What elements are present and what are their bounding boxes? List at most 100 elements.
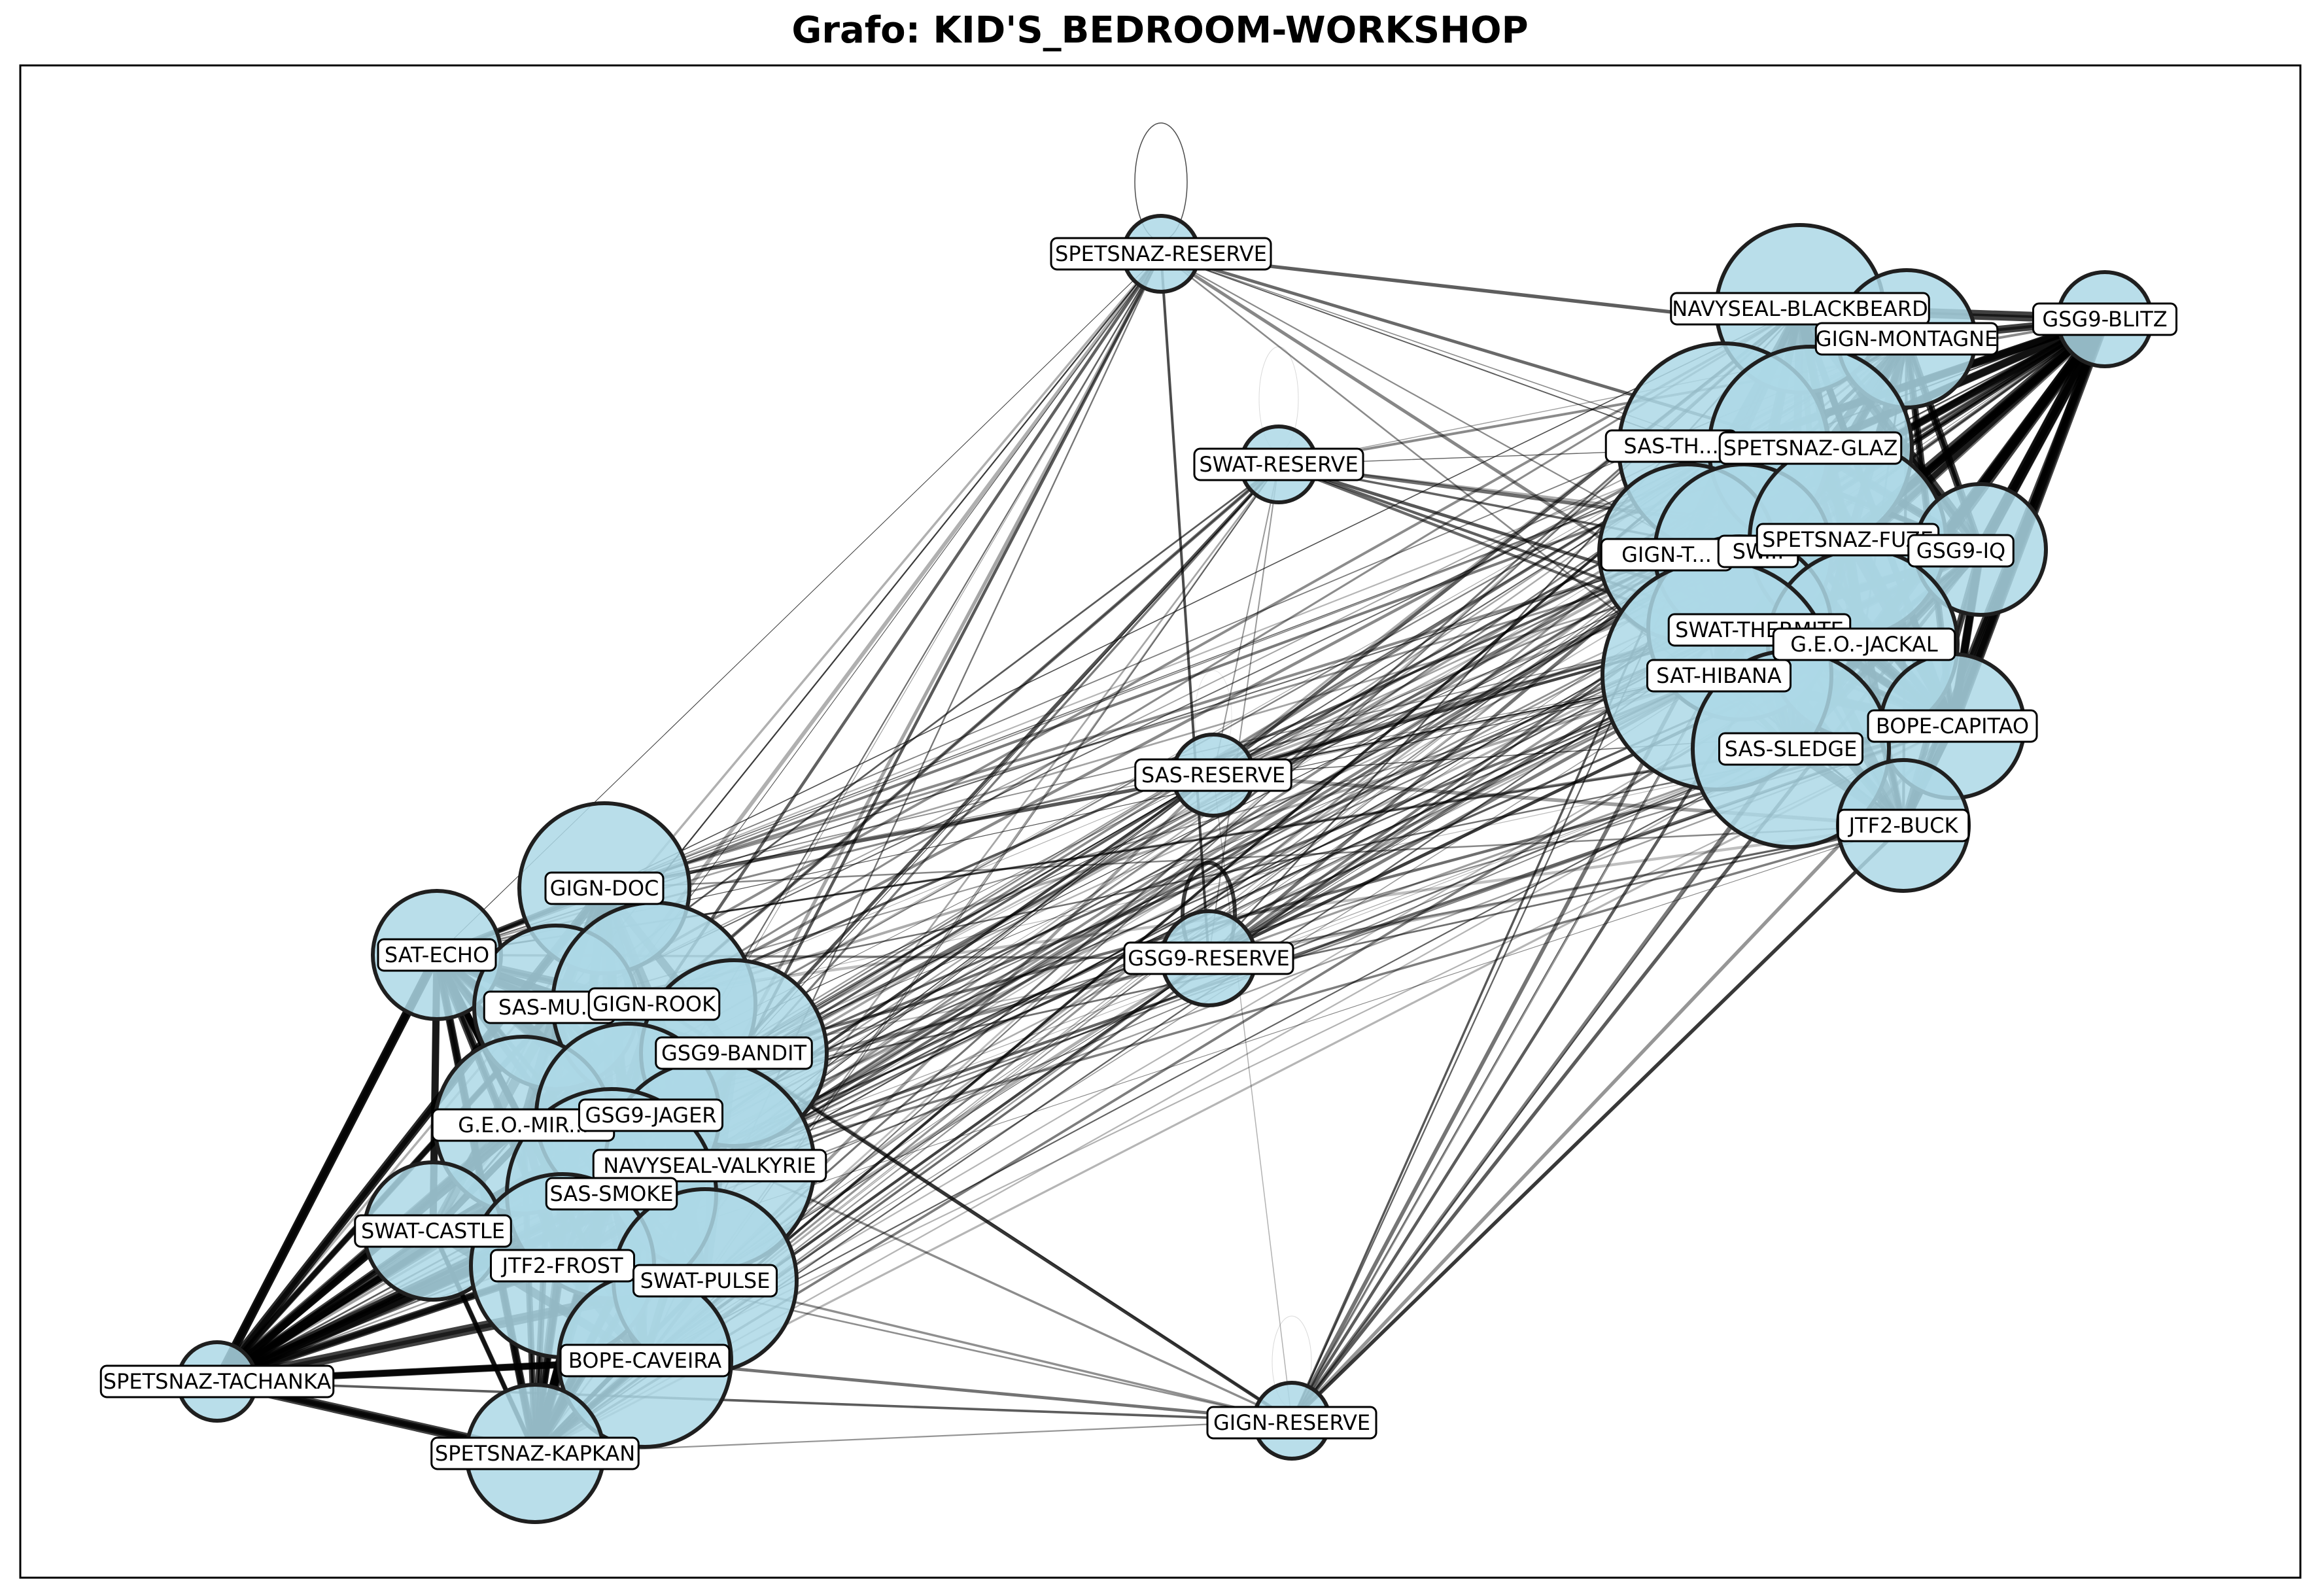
node-label-text: GSG9-BLITZ (2042, 307, 2167, 332)
edge (652, 462, 1281, 1006)
edge (732, 252, 1163, 1055)
edge (652, 252, 1163, 1006)
node-label-box (354, 1214, 512, 1248)
node-label-box (1193, 447, 1364, 481)
node-label-spetsnaz-glaz: SPETSNAZ-GLAZ (1718, 431, 1903, 465)
node-label-text: BOPE-CAVEIRA (568, 1348, 721, 1373)
node-label-box (632, 1264, 778, 1298)
node-label-swat-pulse: SWAT-PULSE (632, 1264, 778, 1298)
node-label-gsg9-bandit: GSG9-BANDIT (655, 1036, 813, 1070)
node-label-text: SPETSNAZ-GLAZ (1723, 436, 1898, 460)
node-label-text: GIGN-ROOK (593, 992, 716, 1016)
node-label-bope-caveira: BOPE-CAVEIRA (559, 1344, 731, 1378)
node-label-jtf2-buck: JTF2-BUCK (1837, 808, 1970, 842)
node-label-gsg9-jager: GSG9-JAGER (578, 1098, 723, 1132)
node-label-text: G.E.O.-MIR... (458, 1113, 589, 1137)
node-label-navyseal-blackbeard: NAVYSEAL-BLACKBEARD (1670, 292, 1930, 326)
node-label-text: JTF2-BUCK (1848, 813, 1959, 838)
node-label-box (1867, 709, 2038, 743)
edge (214, 952, 440, 1385)
node-label-box (578, 1098, 723, 1132)
node-label-box (377, 938, 497, 972)
graph-title: Grafo: KID'S_BEDROOM-WORKSHOP (791, 9, 1529, 52)
edge (704, 1279, 1293, 1422)
node-label-box (1206, 1406, 1377, 1440)
node-label-text: SAS-SMOKE (550, 1181, 674, 1206)
node-label-box (592, 1149, 827, 1183)
edge (604, 627, 1740, 889)
node-label-text: SAT-ECHO (385, 943, 489, 967)
edge (1290, 674, 1718, 1422)
edge (555, 674, 1718, 1009)
node-label-gign-reserve: GIGN-RESERVE (1206, 1406, 1377, 1440)
node-label-text: GSG9-RESERVE (1128, 946, 1289, 971)
node-label-text: SAS-RESERVE (1141, 763, 1285, 788)
labels-layer: SPETSNAZ-RESERVE SWAT-RESERVE SAS-RESERVE G… (99, 237, 2177, 1470)
edge (708, 551, 1689, 1167)
node-label-text: GIGN-T... (1621, 542, 1712, 567)
node-label-box (1050, 237, 1272, 271)
edge (555, 307, 1801, 1009)
node-label-gsg9-blitz: GSG9-BLITZ (2032, 302, 2177, 336)
edge (603, 551, 1744, 890)
node-label-g-e-o-jackal: G.E.O.-JACKAL (1772, 627, 1956, 661)
node-label-gsg9-iq: GSG9-IQ (1907, 534, 2015, 568)
node-label-text: GIGN-MONTAGNE (1816, 326, 1998, 351)
node-label-text: SPETSNAZ-FUZE (1762, 527, 1933, 552)
node-label-box (544, 871, 665, 905)
node-label-box (1134, 758, 1292, 792)
edge (732, 462, 1281, 1055)
node-label-text: G.E.O.-JACKAL (1790, 632, 1938, 657)
node-label-text: SAS-SLEDGE (1725, 737, 1858, 761)
edge (534, 1419, 1293, 1455)
node-label-gign-montagne: GIGN-MONTAGNE (1814, 322, 1999, 356)
node-label-box (1718, 431, 1903, 465)
edge (644, 748, 1792, 1362)
plot-frame (19, 64, 2302, 1579)
node-label-navyseal-valkyrie: NAVYSEAL-VALKYRIE (592, 1149, 827, 1183)
node-label-sat-hibana: SAT-HIBANA (1646, 659, 1792, 693)
edge (653, 307, 1801, 1005)
node-label-g-e-o-mira: G.E.O.-MIR... (431, 1108, 615, 1142)
edge (602, 551, 1689, 890)
node-label-gign-twitch: GIGN-T... (1600, 538, 1733, 572)
node-label-text: SAS-MU... (498, 995, 600, 1020)
node-label-text: SWAT-PULSE (640, 1268, 770, 1293)
node-label-box (587, 987, 721, 1021)
node-label-box (2032, 302, 2177, 336)
edge (733, 1052, 1292, 1421)
node-label-text: SPETSNAZ-RESERVE (1055, 241, 1267, 266)
node-label-text: SWAT-CASTLE (361, 1219, 505, 1243)
node-label-text: NAVYSEAL-BLACKBEARD (1672, 296, 1928, 321)
node-label-box (559, 1344, 731, 1378)
node-label-swat-reserve: SWAT-RESERVE (1193, 447, 1364, 481)
node-label-box (545, 1177, 678, 1211)
node-label-box (490, 1249, 635, 1283)
node-label-text: GSG9-IQ (1916, 538, 2005, 563)
node-label-swat-castle: SWAT-CASTLE (354, 1214, 512, 1248)
node-label-box (1718, 732, 1863, 766)
node-label-text: GIGN-DOC (550, 876, 659, 901)
node-label-text: SWAT-RESERVE (1199, 452, 1358, 477)
edge (603, 447, 1725, 890)
node-label-text: SPETSNAZ-KAPKAN (435, 1441, 635, 1466)
node-label-text: JTF2-FROST (501, 1253, 623, 1278)
node-label-sas-smoke: SAS-SMOKE (545, 1177, 678, 1211)
node-label-text: NAVYSEAL-VALKYRIE (603, 1153, 816, 1178)
node-label-box (655, 1036, 813, 1070)
edge (1291, 748, 1792, 1421)
edge (603, 824, 1905, 890)
node-label-text: GSG9-JAGER (585, 1103, 716, 1128)
node-label-box (430, 1436, 640, 1470)
node-label-sas-reserve: SAS-RESERVE (1134, 758, 1292, 792)
edge (704, 307, 1801, 1282)
node-label-box (1670, 292, 1930, 326)
node-label-spetsnaz-tachanka: SPETSNAZ-TACHANKA (99, 1364, 335, 1398)
edge (1213, 464, 1279, 776)
node-label-gign-doc: GIGN-DOC (544, 871, 665, 905)
edge (1213, 774, 1292, 1421)
node-label-box (1837, 808, 1970, 842)
edge (643, 1359, 1294, 1423)
edge (1160, 252, 1210, 960)
